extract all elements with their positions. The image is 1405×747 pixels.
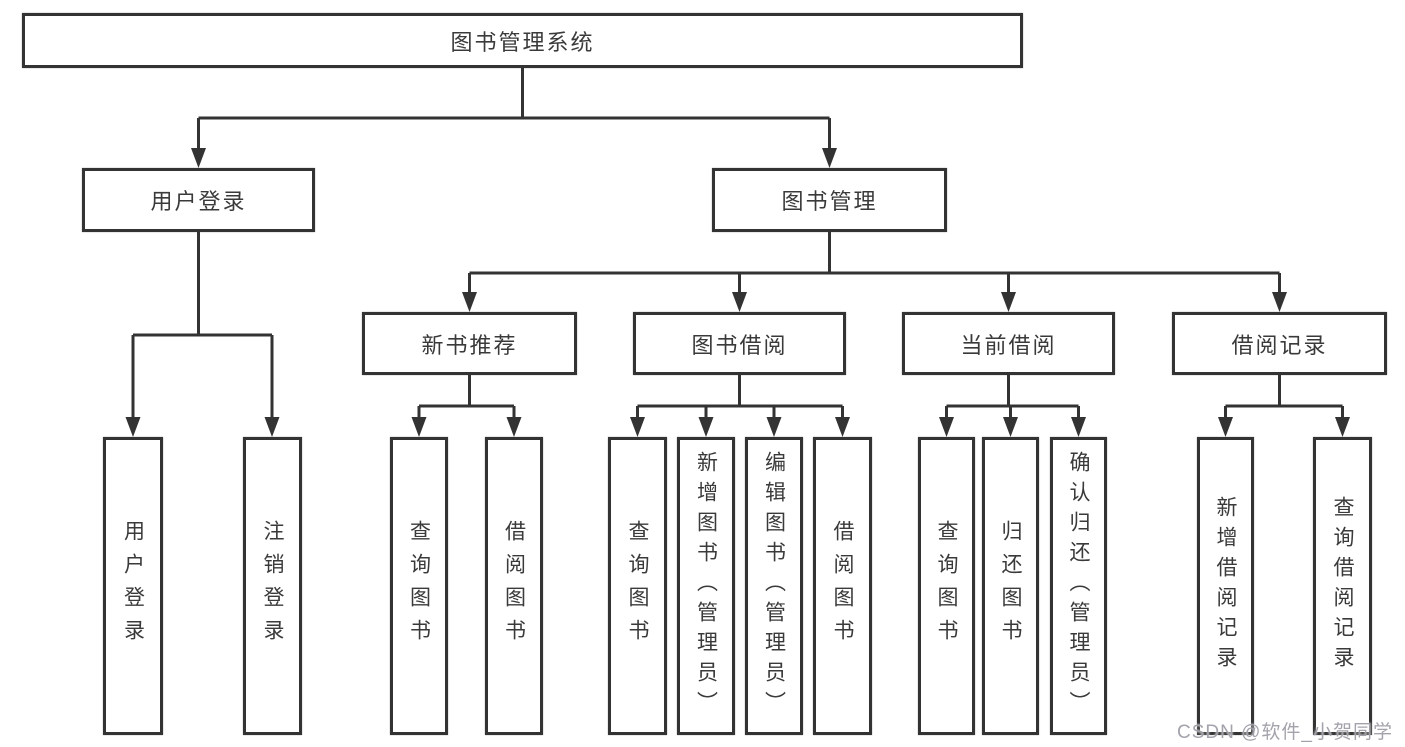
leaf-label: 注销登录 — [261, 520, 284, 652]
node-new-book-recommend: 新书推荐 — [362, 312, 577, 375]
connector-book-borrow-children — [630, 375, 850, 437]
leaf-add-borrow-record: 新增借阅记录 — [1197, 437, 1254, 735]
leaf-label: 借阅图书 — [502, 520, 526, 652]
leaf-label: 查询图书 — [626, 520, 649, 652]
leaf-add-book-admin: 新增图书（管理员） — [677, 437, 735, 735]
connector-new-book-children — [411, 375, 522, 437]
leaf-label: 确认归还（管理员） — [1067, 451, 1090, 721]
leaf-label: 新增借阅记录 — [1214, 496, 1237, 676]
leaf-confirm-return-admin: 确认归还（管理员） — [1050, 437, 1107, 735]
leaf-label: 新增图书（管理员） — [694, 451, 718, 721]
node-root: 图书管理系统 — [22, 13, 1023, 68]
connector-current-borrow-children — [939, 375, 1086, 437]
leaf-user-login: 用户登录 — [103, 437, 163, 735]
node-current-borrow: 当前借阅 — [902, 312, 1115, 375]
leaf-label: 查询图书 — [935, 520, 958, 652]
leaf-borrow-books-recommend: 借阅图书 — [485, 437, 543, 735]
leaf-query-books-borrow: 查询图书 — [608, 437, 667, 735]
leaf-label: 用户登录 — [121, 520, 145, 652]
leaf-query-borrow-record: 查询借阅记录 — [1313, 437, 1372, 735]
leaf-return-book: 归还图书 — [982, 437, 1039, 735]
leaf-label: 借阅图书 — [831, 520, 854, 652]
leaf-logout: 注销登录 — [243, 437, 302, 735]
node-book-management: 图书管理 — [712, 168, 947, 232]
leaf-label: 归还图书 — [999, 520, 1022, 652]
leaf-label: 查询借阅记录 — [1331, 496, 1354, 676]
leaf-label: 编辑图书（管理员） — [762, 451, 786, 721]
connector-user-login-children — [125, 232, 280, 437]
leaf-query-books-current: 查询图书 — [918, 437, 975, 735]
node-user-login: 用户登录 — [82, 168, 315, 232]
csdn-watermark: CSDN @软件_小贺同学 — [1177, 722, 1393, 743]
node-book-borrow: 图书借阅 — [633, 312, 846, 375]
node-borrow-record: 借阅记录 — [1172, 312, 1387, 375]
connector-book-mgmt-to-level3 — [462, 232, 1287, 312]
leaf-query-books-recommend: 查询图书 — [390, 437, 448, 735]
leaf-borrow-books: 借阅图书 — [813, 437, 872, 735]
leaf-label: 查询图书 — [407, 520, 431, 652]
connector-borrow-record-children — [1218, 375, 1350, 437]
leaf-edit-book-admin: 编辑图书（管理员） — [745, 437, 803, 735]
connector-root-to-level2 — [191, 68, 837, 168]
